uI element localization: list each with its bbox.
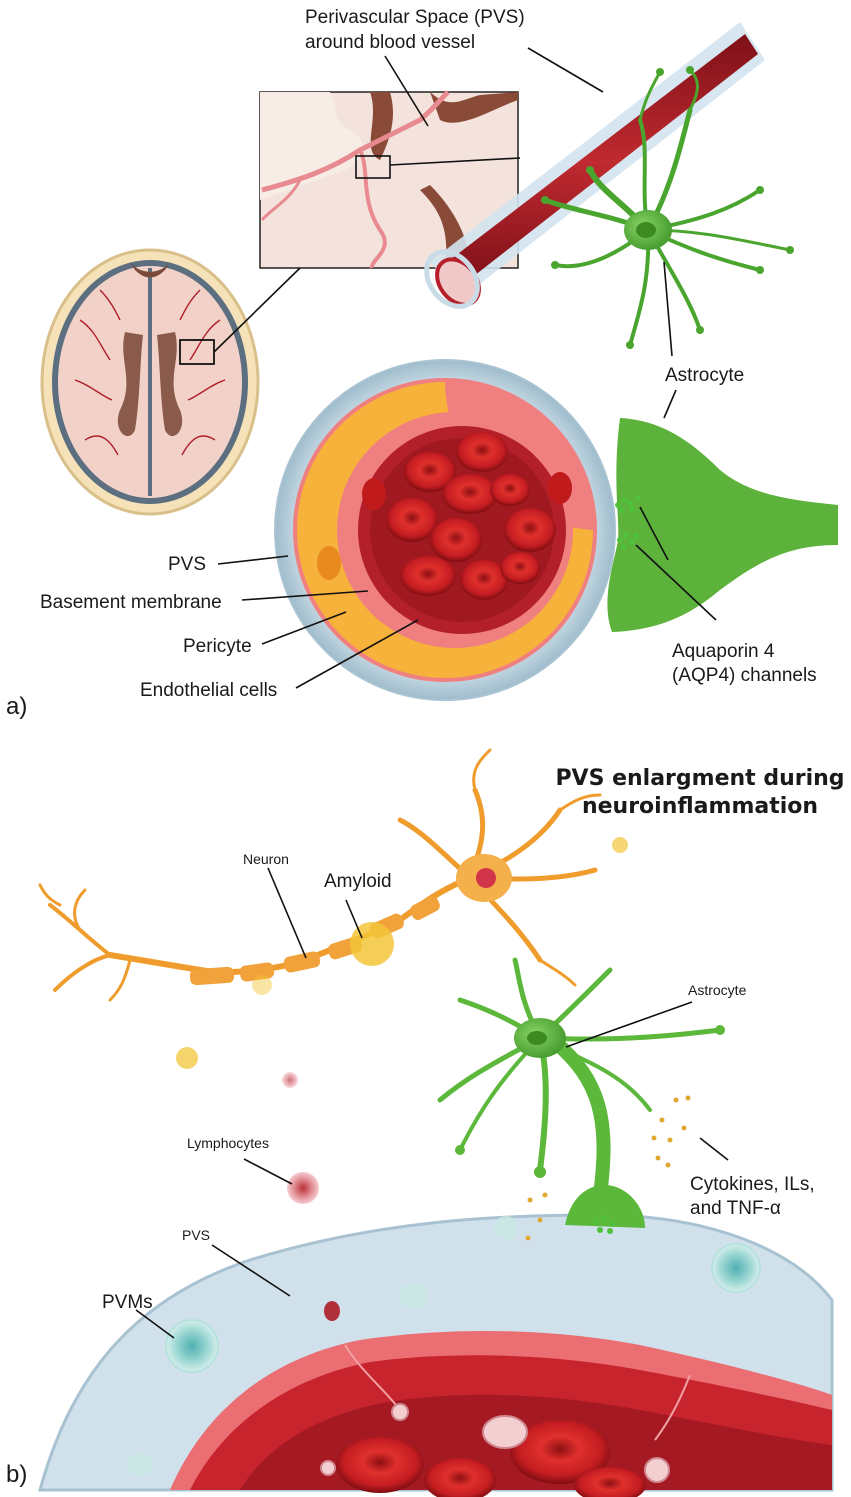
panel-b-title-line2: neuroinflammation: [582, 794, 818, 819]
pvs-vessel-label-line2: around blood vessel: [305, 32, 475, 53]
cytokine-particles: [525, 1095, 691, 1241]
astrocyte-label-a: Astrocyte: [665, 365, 744, 386]
lymphocytes: [282, 1072, 319, 1204]
basement-membrane-label: Basement membrane: [40, 592, 222, 613]
pvs-blood-cells: [320, 1403, 670, 1497]
astrocyte-lower-body: [455, 1018, 725, 1234]
aqp4-label-line1: Aquaporin 4: [672, 641, 775, 662]
red-blood-cells: [386, 432, 556, 600]
panel-a-label: a): [6, 693, 27, 720]
enlarged-pvs-region: [38, 1213, 834, 1492]
amyloid-deposits: [176, 837, 628, 1069]
endothelial-label: Endothelial cells: [140, 680, 277, 701]
lymphocytes-label: Lymphocytes: [187, 1135, 269, 1151]
pvs-label-a: PVS: [168, 554, 206, 575]
zoom-inset: [259, 90, 521, 269]
astrocyte-endfoot: [607, 418, 838, 632]
perivascular-macrophages: [128, 1216, 761, 1477]
pericyte-label: Pericyte: [183, 636, 252, 657]
astrocyte-label-b: Astrocyte: [688, 982, 747, 998]
astrocyte-lower: [437, 957, 723, 1202]
panel-b-leaders: [135, 867, 729, 1339]
astrocyte-top-body: [541, 66, 794, 349]
cytokines-label-line1: Cytokines, ILs,: [690, 1174, 815, 1195]
panel-b-label: b): [6, 1461, 27, 1488]
panel-a-leaders: [217, 47, 717, 689]
blood-vessel-tube: [424, 22, 765, 309]
neuron-label: Neuron: [243, 851, 289, 867]
brain-section-illustration: [40, 248, 260, 516]
pvs-vessel-label-line1: Perivascular Space (PVS): [305, 7, 525, 28]
pvs-label-b: PVS: [182, 1227, 210, 1243]
pvms-label: PVMs: [102, 1292, 153, 1313]
cytokines-label-line2: and TNF-α: [690, 1198, 781, 1219]
aqp4-label-line2: (AQP4) channels: [672, 665, 817, 686]
amyloid-label: Amyloid: [324, 871, 392, 892]
panel-b-title-line1: PVS enlargment during: [555, 766, 844, 791]
